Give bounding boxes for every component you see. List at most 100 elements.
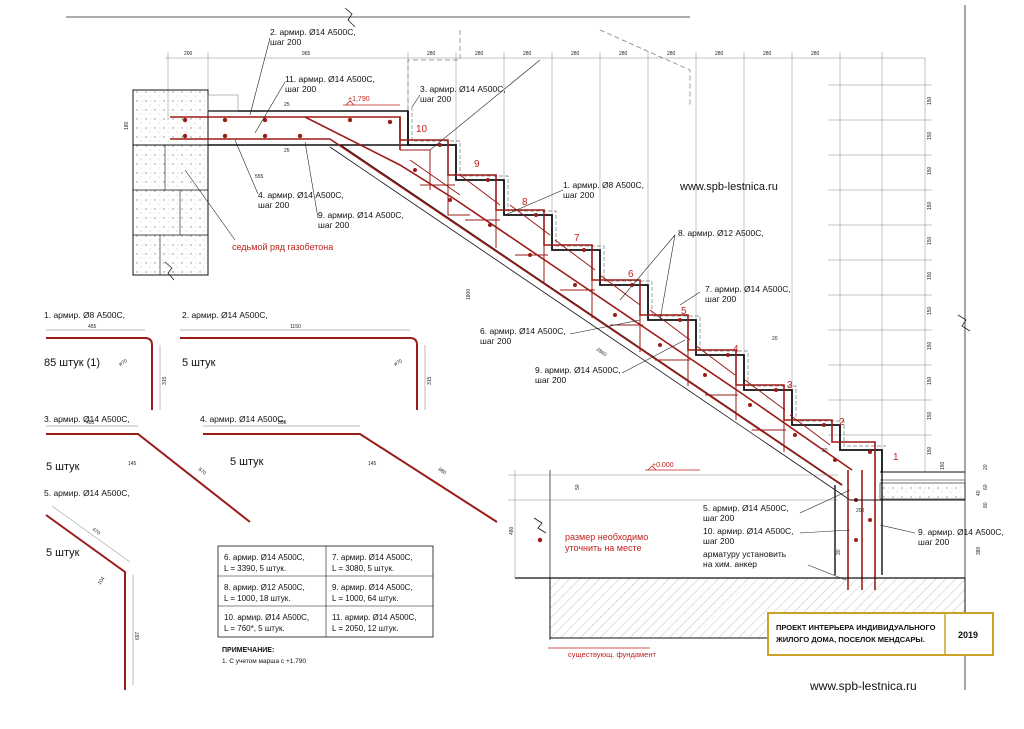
rebar-stirrups xyxy=(400,149,831,452)
dim-label: 20 xyxy=(983,464,989,470)
step-number: 5 xyxy=(681,306,687,317)
bending-dim: ø70 xyxy=(393,358,404,368)
reference-dashes xyxy=(407,29,691,110)
callout-line: арматуру установить xyxy=(703,549,787,559)
dim-label: 25 xyxy=(284,148,290,154)
step-number: 6 xyxy=(628,269,634,280)
callout-line: на хим. анкер xyxy=(703,559,757,569)
spec-cell: L = 2050, 12 штук. xyxy=(332,624,399,633)
spec-cell: 9. армир. Ø14 А500С, xyxy=(332,583,413,592)
dim-label: 280 xyxy=(619,51,628,57)
spec-cell: 10. армир. Ø14 А500С, xyxy=(224,613,309,622)
callout-line: 5. армир. Ø14 А500С, xyxy=(703,503,789,513)
dim-label: 150 xyxy=(927,201,933,210)
spec-table: 6. армир. Ø14 А500С, L = 3390, 5 штук. 7… xyxy=(217,545,434,665)
dim-label: 150 xyxy=(927,341,933,350)
level-top: +1,790 xyxy=(348,96,370,103)
callout-line: шаг 200 xyxy=(420,94,451,104)
rebar-dots xyxy=(182,117,872,543)
bending-dim: 104 xyxy=(97,576,107,586)
leader-lines xyxy=(184,37,916,581)
callout-line: шаг 200 xyxy=(703,513,734,523)
callout-line: 6. армир. Ø14 А500С, xyxy=(480,326,566,336)
callout-line: 3. армир. Ø14 А500С, xyxy=(420,84,506,94)
spec-cell: L = 1000, 18 штук. xyxy=(224,594,291,603)
dim-label: 1800 xyxy=(466,289,472,300)
spec-cell: L = 3390, 5 штук. xyxy=(224,564,286,573)
foundation-note: существующ. фундамент xyxy=(568,650,656,659)
dim-label: 150 xyxy=(927,131,933,140)
landing-slab xyxy=(207,94,409,146)
dim-label: 150 xyxy=(927,411,933,420)
spec-cell: 7. армир. Ø14 А500С, xyxy=(332,553,413,562)
dim-label: 150 xyxy=(927,446,933,455)
callout-line: 2. армир. Ø14 А500С, xyxy=(270,27,356,37)
callout-line: шаг 200 xyxy=(318,220,349,230)
callout-line: шаг 200 xyxy=(705,294,736,304)
bending-count: 5 штук xyxy=(46,461,80,473)
callouts: 2. армир. Ø14 А500С, шаг 200 1 1. армир. … xyxy=(258,27,1004,569)
callout-line: шаг 200 xyxy=(535,375,566,385)
right-dimension-chain xyxy=(828,58,932,472)
dim-label: 20 xyxy=(822,448,828,454)
dim-label: 150 xyxy=(927,306,933,315)
dim-label: 200 xyxy=(184,51,193,57)
dim-label: 150 xyxy=(927,236,933,245)
gas-block-note: седьмой ряд газобетона xyxy=(232,242,333,252)
step-number: 7 xyxy=(574,233,580,244)
step-number: 1 xyxy=(893,452,899,463)
dim-label: 30 xyxy=(836,549,842,555)
dim-label: 2860 xyxy=(595,347,608,358)
spec-cell: L = 1000, 64 штук. xyxy=(332,594,399,603)
top-boundary xyxy=(66,5,971,690)
spec-cell: 6. армир. Ø14 А500С, xyxy=(224,553,305,562)
top-dimension-chain xyxy=(165,52,925,470)
dim-label: 280 xyxy=(667,51,676,57)
gas-block-wall xyxy=(132,89,209,281)
spec-cell: L = 760*, 5 штук. xyxy=(224,624,285,633)
annotations: +1,790 +0.000 седьмой ряд газобетона раз… xyxy=(232,96,778,659)
step-number: 10 xyxy=(416,124,428,135)
step-number: 8 xyxy=(522,197,528,208)
bending-count: 5 штук xyxy=(46,547,80,559)
project-title-line: ЖИЛОГО ДОМА, ПОСЕЛОК МЕНДСАРЫ. xyxy=(775,635,925,644)
dim-label: 200 xyxy=(856,508,865,514)
bending-count: 5 штук xyxy=(182,357,216,369)
step-number: 2 xyxy=(839,417,845,428)
spec-cell: 11. армир. Ø14 А500С, xyxy=(332,613,417,622)
bending-dim: 880 xyxy=(437,467,447,477)
small-dimensions: 180 555 25 25 1800 2860 20 20 50 200 30 … xyxy=(124,102,989,555)
dim-label: 80 xyxy=(983,502,989,508)
dim-label: 50 xyxy=(575,484,581,490)
project-title-line: ПРОЕКТ ИНТЕРЬЕРА ИНДИВИДУАЛЬНОГО xyxy=(776,623,936,632)
project-year: 2019 xyxy=(958,630,978,640)
remark-title: ПРИМЕЧАНИЕ: xyxy=(222,647,274,654)
dim-label: 555 xyxy=(255,174,264,180)
spec-cell: 8. армир. Ø12 А500С, xyxy=(224,583,305,592)
dim-label: 280 xyxy=(427,51,436,57)
bending-dim: 145 xyxy=(128,461,137,467)
callout-line: шаг 200 xyxy=(918,537,949,547)
callout-line: 1. армир. Ø8 А500С, xyxy=(563,180,644,190)
right-dimension-labels: 150 150 150 150 150 150 150 150 150 150 … xyxy=(927,96,933,455)
callout-line: 9. армир. Ø14 А500С, xyxy=(318,210,404,220)
dim-label: 150 xyxy=(927,376,933,385)
step-number: 4 xyxy=(733,344,739,355)
level-markers xyxy=(343,100,700,649)
bending-title: 2. армир. Ø14 А500С, xyxy=(182,310,268,320)
dim-label: 150 xyxy=(940,461,946,470)
step-number: 9 xyxy=(474,159,480,170)
dim-label: 20 xyxy=(772,336,778,342)
bending-title: 1. армир. Ø8 А500С, xyxy=(44,310,125,320)
bending-dim: 455 xyxy=(88,324,97,330)
dim-label: 280 xyxy=(715,51,724,57)
remark-text: 1. С учетом марша с +1.790 xyxy=(222,658,306,665)
bending-schedule: 1. армир. Ø8 А500С, 85 штук (1) 455 ø70 … xyxy=(44,310,447,640)
bending-dim: 697 xyxy=(135,631,141,640)
dim-label: 150 xyxy=(927,166,933,175)
bending-dim: 570 xyxy=(197,467,207,477)
dim-label: 150 xyxy=(927,271,933,280)
callout-line: шаг 200 xyxy=(285,84,316,94)
